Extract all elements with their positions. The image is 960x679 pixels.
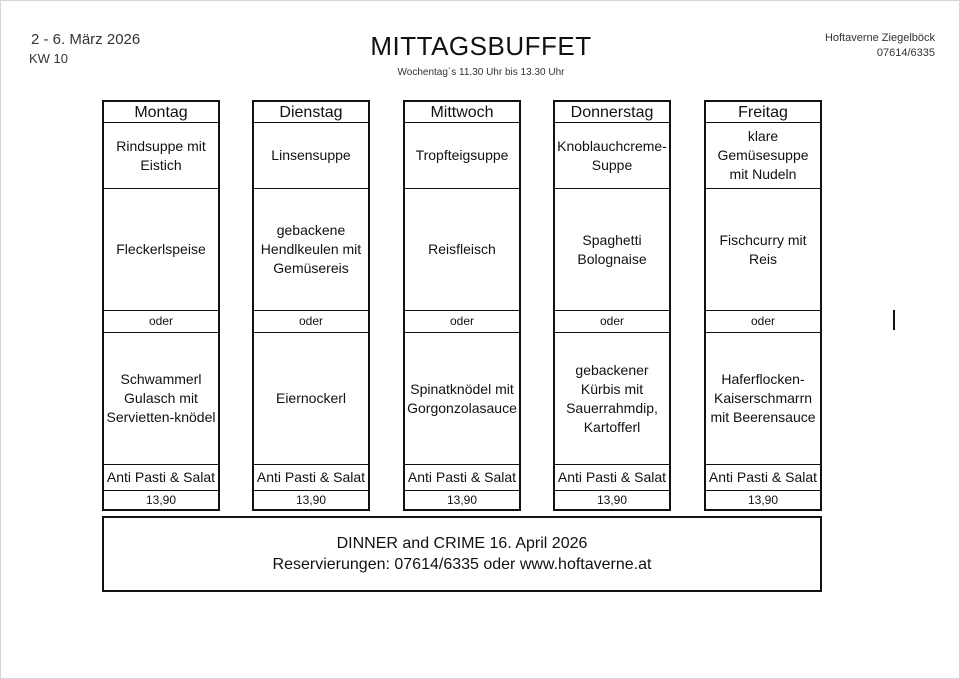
soup-cell: Rindsuppe mit Eistich <box>104 123 218 189</box>
main-dish-cell: Spaghetti Bolognaise <box>555 189 669 311</box>
or-separator: oder <box>254 311 368 333</box>
or-separator: oder <box>405 311 519 333</box>
business-name: Hoftaverne Ziegelböck <box>824 32 935 44</box>
side-cell: Anti Pasti & Salat <box>104 465 218 491</box>
side-cell: Anti Pasti & Salat <box>555 465 669 491</box>
soup-cell: Knoblauchcreme-Suppe <box>555 123 669 189</box>
price-cell: 13,90 <box>747 492 779 507</box>
main-dish-cell: Fischcurry mit Reis <box>706 189 820 311</box>
side-cell: Anti Pasti & Salat <box>706 465 820 491</box>
reservation-info: Reservierungen: 07614/6335 oder www.hoft… <box>272 556 652 573</box>
opening-hours: Wochentag`s 11.30 Uhr bis 13.30 Uhr <box>397 67 565 78</box>
footer-box: DINNER and CRIME 16. April 2026 Reservie… <box>102 516 822 592</box>
price-cell: 13,90 <box>596 492 628 507</box>
alt-dish-cell: Haferflocken-Kaiserschmarrn mit Beerensa… <box>706 333 820 465</box>
soup-cell: Tropfteigsuppe <box>405 123 519 189</box>
page-title: MITTAGSBUFFET <box>370 31 592 61</box>
soup-cell: klare Gemüsesuppe mit Nudeln <box>706 123 820 189</box>
day-header: Dienstag <box>254 102 368 123</box>
main-dish-cell: Reisfleisch <box>405 189 519 311</box>
alt-dish-cell: gebackener Kürbis mit Sauerrahmdip, Kart… <box>555 333 669 465</box>
main-dish-cell: gebackene Hendlkeulen mit Gemüsereis <box>254 189 368 311</box>
price-cell: 13,90 <box>295 492 327 507</box>
business-phone: 07614/6335 <box>876 47 935 59</box>
alt-dish-cell: Spinatknödel mit Gorgonzolasauce <box>405 333 519 465</box>
day-header: Montag <box>104 102 218 123</box>
soup-cell: Linsensuppe <box>254 123 368 189</box>
or-separator: oder <box>706 311 820 333</box>
or-separator: oder <box>104 311 218 333</box>
date-range: 2 - 6. März 2026 <box>31 31 141 48</box>
alt-dish-cell: Schwammerl Gulasch mit Servietten-knödel <box>104 333 218 465</box>
main-dish-cell: Fleckerlspeise <box>104 189 218 311</box>
or-separator: oder <box>555 311 669 333</box>
day-header: Freitag <box>706 102 820 123</box>
side-cell: Anti Pasti & Salat <box>405 465 519 491</box>
text-cursor <box>893 310 895 330</box>
day-header: Mittwoch <box>405 102 519 123</box>
alt-dish-cell: Eiernockerl <box>254 333 368 465</box>
business-info: Hoftaverne Ziegelböck 07614/6335 <box>825 31 935 61</box>
event-announcement: DINNER and CRIME 16. April 2026 <box>336 535 588 552</box>
calendar-week: KW 10 <box>29 51 69 66</box>
price-cell: 13,90 <box>446 492 478 507</box>
price-cell: 13,90 <box>145 492 177 507</box>
side-cell: Anti Pasti & Salat <box>254 465 368 491</box>
day-header: Donnerstag <box>555 102 669 123</box>
